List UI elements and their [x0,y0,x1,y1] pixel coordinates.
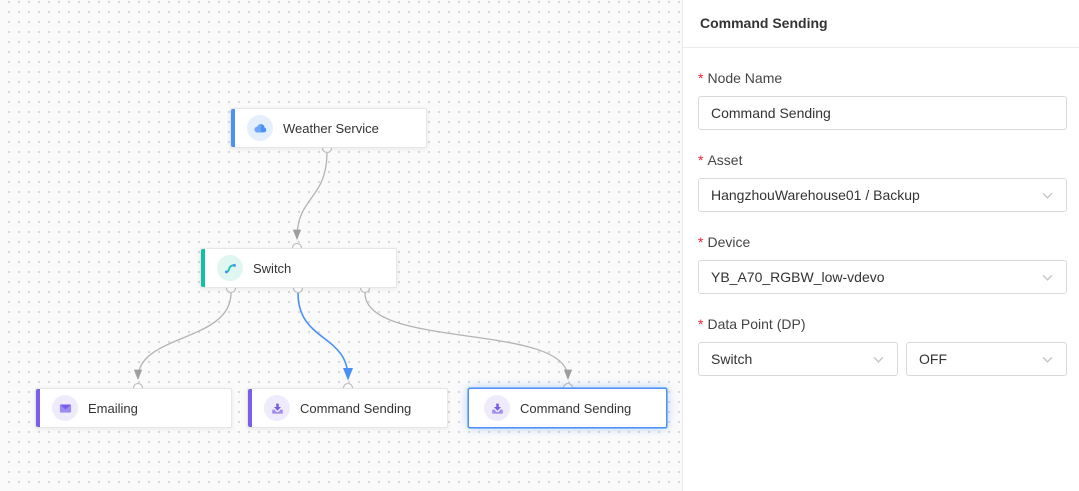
node-name-label: *Node Name [698,70,783,86]
panel-body: *Node Name *Asset HangzhouWarehouse01 / … [683,48,1079,376]
chevron-down-icon [872,353,886,366]
asset-label: *Asset [698,152,743,168]
edge-weather-to-switch[interactable] [292,151,328,241]
device-select[interactable]: YB_A70_RGBW_low-vdevo [698,260,1067,294]
node-label: Switch [253,260,292,276]
field-data-point: *Data Point (DP) Switch OFF [698,316,1067,376]
dp-select[interactable]: Switch [698,342,898,376]
node-label: Command Sending [300,400,412,416]
device-select-value: YB_A70_RGBW_low-vdevo [711,269,885,285]
node-accent [231,109,235,147]
field-node-name: *Node Name [698,70,1067,130]
node-command-sending-selected[interactable]: Command Sending [468,388,667,428]
field-asset: *Asset HangzhouWarehouse01 / Backup [698,152,1067,212]
dp-select-value: Switch [711,351,753,367]
required-marker: * [698,316,704,332]
envelope-icon [52,395,78,421]
required-marker: * [698,234,704,250]
node-emailing[interactable]: Emailing [35,388,232,428]
config-panel: Command Sending *Node Name *Asset Hangzh… [683,0,1079,491]
node-label: Command Sending [520,400,632,416]
asset-select-value: HangzhouWarehouse01 / Backup [711,187,920,203]
command-send-icon [264,395,290,421]
chevron-down-icon [1041,353,1055,366]
node-command-sending-mid[interactable]: Command Sending [247,388,448,428]
dp-command-select-value: OFF [919,351,947,367]
required-marker: * [698,152,704,168]
data-point-row: Switch OFF [698,342,1067,376]
node-label: Emailing [88,400,138,416]
dp-command-select[interactable]: OFF [906,342,1067,376]
edge-switch-to-command-selected[interactable] [364,292,573,381]
node-name-input[interactable] [698,96,1067,130]
edge-switch-to-command-mid[interactable] [297,292,354,381]
asset-select[interactable]: HangzhouWarehouse01 / Backup [698,178,1067,212]
command-send-icon [484,395,510,421]
node-label: Weather Service [283,120,379,136]
required-marker: * [698,70,704,86]
chevron-down-icon [1041,271,1055,284]
node-weather-service[interactable]: Weather Service [230,108,427,148]
data-point-label: *Data Point (DP) [698,316,806,332]
panel-title: Command Sending [683,0,1079,48]
chevron-down-icon [1041,189,1055,202]
switch-route-icon [217,255,243,281]
device-label: *Device [698,234,751,250]
node-accent [36,389,40,427]
flow-canvas[interactable]: Weather Service Switch [0,0,683,491]
node-switch[interactable]: Switch [200,248,397,288]
cloud-icon [247,115,273,141]
node-accent [248,389,252,427]
edge-switch-to-emailing[interactable] [133,292,232,381]
field-device: *Device YB_A70_RGBW_low-vdevo [698,234,1067,294]
node-accent [201,249,205,287]
